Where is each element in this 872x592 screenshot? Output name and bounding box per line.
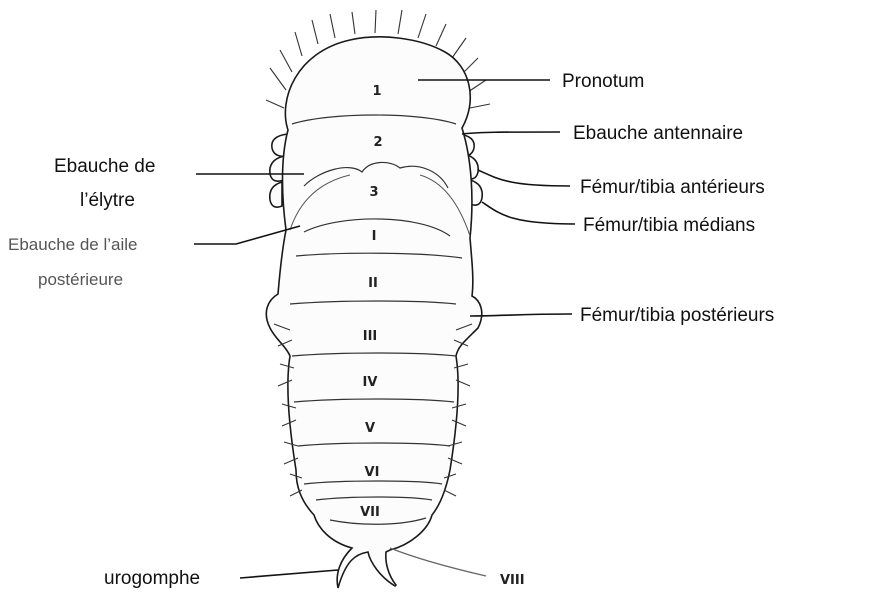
leader-medians bbox=[482, 202, 575, 224]
label-viii: VIII bbox=[500, 573, 525, 588]
segment-VII: VII bbox=[360, 505, 380, 520]
label-femur-posterieurs: Fémur/tibia postérieurs bbox=[580, 305, 774, 326]
label-ebauche-aile-2: postérieure bbox=[38, 270, 123, 289]
segment-3: 3 bbox=[369, 185, 378, 200]
label-pronotum: Pronotum bbox=[562, 71, 644, 92]
leader-antennaire bbox=[462, 132, 560, 134]
leader-viii bbox=[390, 548, 486, 576]
label-urogomphe: urogomphe bbox=[104, 568, 200, 589]
segment-V: V bbox=[365, 421, 375, 436]
segment-I: I bbox=[372, 229, 377, 244]
segment-III: III bbox=[363, 329, 378, 344]
label-ebauche-aile-1: Ebauche de l’aile bbox=[8, 235, 137, 254]
label-ebauche-elytre-2: l’élytre bbox=[80, 190, 135, 211]
label-ebauche-elytre-1: Ebauche de bbox=[54, 156, 155, 177]
segment-2: 2 bbox=[373, 135, 382, 150]
segment-IV: IV bbox=[363, 375, 378, 390]
label-femur-medians: Fémur/tibia médians bbox=[583, 215, 755, 236]
leader-urogomphe bbox=[240, 570, 338, 578]
segment-VI: VI bbox=[365, 465, 380, 480]
segment-II: II bbox=[368, 276, 378, 291]
label-ebauche-antennaire: Ebauche antennaire bbox=[573, 123, 743, 144]
label-femur-anterieurs: Fémur/tibia antérieurs bbox=[580, 177, 765, 198]
leader-anterieurs bbox=[478, 170, 570, 186]
leader-posterieurs bbox=[470, 314, 572, 316]
segment-1: 1 bbox=[372, 84, 381, 99]
